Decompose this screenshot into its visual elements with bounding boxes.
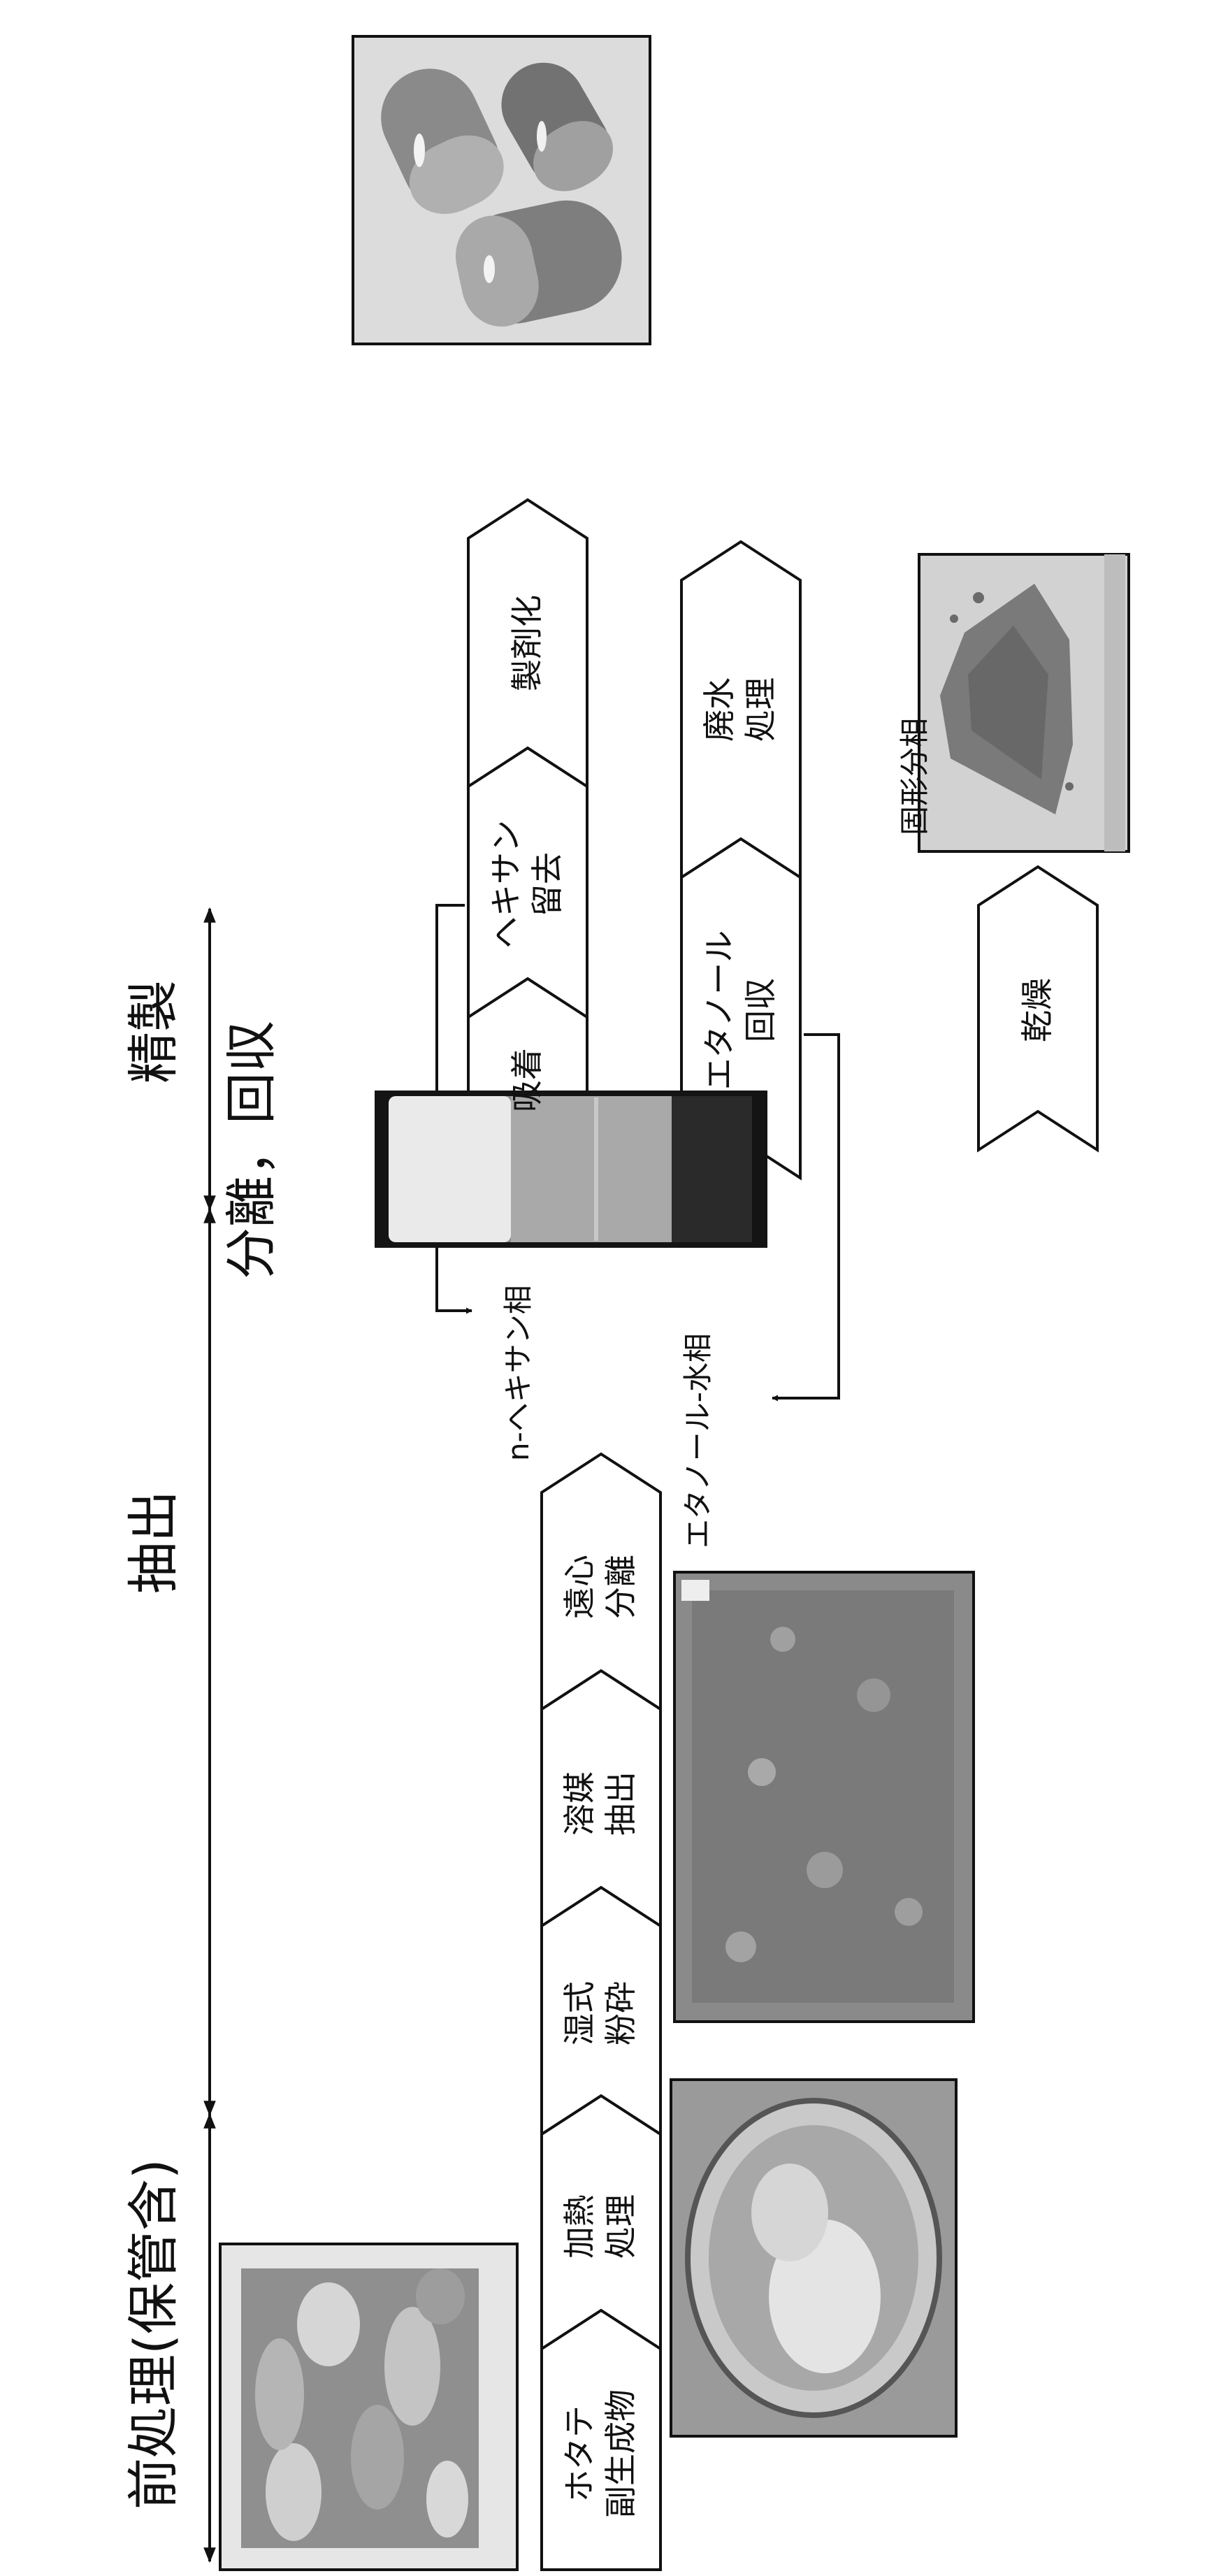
ethanol-water-phase-label: エタノール-水相 <box>674 1333 717 1548</box>
stage-label-separation: 分離，回収 <box>226 1021 277 1279</box>
ground-slurry-photo <box>674 1572 974 2022</box>
stage-label-purification: 精製 <box>128 980 180 1084</box>
step-wet-grind-label: 湿式粉砕 <box>559 1933 642 2094</box>
hexane-phase-label: n-ヘキサン相 <box>495 1285 537 1461</box>
step-hexane-removal-label: ヘキサン留去 <box>486 793 568 975</box>
heated-bowl-photo <box>671 2080 956 2436</box>
step-formulation-label: 製剤化 <box>507 545 548 741</box>
scallop-byproduct-photo <box>220 2244 517 2570</box>
stage-label-pretreatment: 前処理(保管含) <box>128 2159 180 2510</box>
step-heat-label: 加熱処理 <box>559 2146 642 2307</box>
step-solvent-label: 溶媒抽出 <box>559 1723 642 1884</box>
step-adsorption-label: 吸着 <box>507 1024 548 1136</box>
stage-label-extraction: 抽出 <box>128 1490 180 1594</box>
capsules-photo <box>353 36 650 344</box>
solid-phase-label: 固形分相 <box>891 718 934 835</box>
step-drying-label: 乾燥 <box>1017 916 1058 1104</box>
step-byproduct-label: ホタテ副生成物 <box>559 2359 642 2548</box>
step-ethanol-recovery-label: エタノール回収 <box>699 888 781 1132</box>
step-wastewater-label: 廃水処理 <box>699 587 781 832</box>
solid-powder-photo <box>919 554 1129 851</box>
step-centrifuge-label: 遠心分離 <box>559 1506 642 1667</box>
